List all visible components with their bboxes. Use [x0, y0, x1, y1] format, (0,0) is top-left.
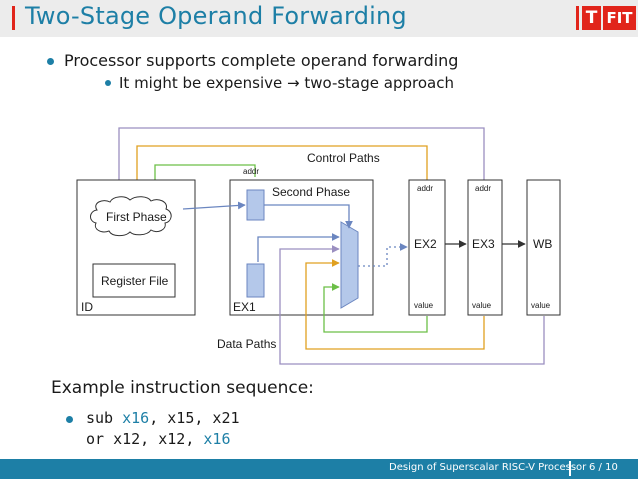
- ex2-stage-label: EX2: [414, 237, 437, 251]
- fit-logo-t: T: [582, 6, 601, 30]
- id-stage-label: ID: [81, 300, 93, 314]
- bullet-2: It might be expensive → two-stage approa…: [105, 74, 454, 92]
- ex3-stage-box: [467, 179, 503, 316]
- fit-logo-text: FIT: [603, 6, 636, 30]
- register-file-box: [92, 263, 176, 298]
- ex1-stage-label: EX1: [233, 300, 256, 314]
- bullet-2-text: It might be expensive → two-stage approa…: [119, 74, 454, 92]
- code-2-mnemonic: or x12, x12,: [86, 430, 204, 448]
- second-phase-to-mux: [264, 204, 353, 229]
- code-line-1: sub x16, x15, x21: [66, 409, 240, 427]
- control-path-purple: [115, 127, 485, 202]
- code-1-dest-register: x16: [122, 409, 150, 427]
- ex3-value-label: value: [472, 301, 492, 310]
- data-path-wb-purple: [279, 245, 545, 365]
- ex3-stage-label: EX3: [472, 237, 495, 251]
- register-file-label: Register File: [101, 274, 169, 288]
- footer-separator: [569, 461, 571, 476]
- title-accent-bar: [12, 6, 15, 30]
- wb-value-label: value: [531, 301, 551, 310]
- wb-stage-box: [526, 179, 561, 316]
- footer-title: Design of Superscalar RISC-V Processor: [389, 462, 587, 473]
- second-phase-label: Second Phase: [272, 185, 350, 199]
- second-phase-block-top: [246, 189, 265, 221]
- bullet-dot-icon: [66, 416, 73, 423]
- bullet-1-text: Processor supports complete operand forw…: [64, 51, 459, 70]
- page-number: 6 / 10: [589, 462, 618, 473]
- logo-accent-bar: [576, 6, 579, 30]
- ex2-stage-box: [408, 179, 446, 316]
- code-1-operands: , x15, x21: [149, 409, 240, 427]
- slide-header: Two-Stage Operand Forwarding T FIT: [0, 0, 638, 37]
- slide-title: Two-Stage Operand Forwarding: [25, 2, 407, 30]
- slide-footer: Design of Superscalar RISC-V Processor 6…: [0, 459, 638, 479]
- first-phase-label: First Phase: [106, 210, 167, 224]
- code-1-mnemonic: sub: [86, 409, 123, 427]
- bullet-1: Processor supports complete operand forw…: [47, 51, 459, 70]
- second-phase-block-bottom: [246, 263, 265, 298]
- bullet-dot-icon: [47, 58, 54, 65]
- control-paths-label: Control Paths: [307, 151, 380, 165]
- example-heading: Example instruction sequence:: [51, 378, 314, 398]
- ex3-addr-label: addr: [475, 184, 491, 193]
- bullet-dot-icon: [105, 80, 111, 86]
- ex2-addr-label: addr: [417, 184, 433, 193]
- first-phase-cloud: [90, 196, 172, 237]
- code-line-2: or x12, x12, x16: [86, 430, 231, 448]
- ex1-input-to-mux: [257, 233, 340, 262]
- ex1-addr-label: addr: [243, 167, 259, 176]
- first-phase-to-second-phase-arrow: [182, 201, 246, 210]
- pipeline-diagram: Control Paths addr Second Phase First Ph…: [76, 127, 561, 365]
- wb-stage-label: WB: [533, 237, 552, 251]
- ex2-value-label: value: [414, 301, 434, 310]
- code-2-source-register: x16: [203, 430, 231, 448]
- data-path-ex2-green: [323, 283, 428, 333]
- data-path-ex3-orange: [305, 259, 485, 350]
- control-path-orange: [133, 145, 428, 202]
- forwarding-mux: [340, 221, 359, 309]
- data-paths-label: Data Paths: [217, 337, 276, 351]
